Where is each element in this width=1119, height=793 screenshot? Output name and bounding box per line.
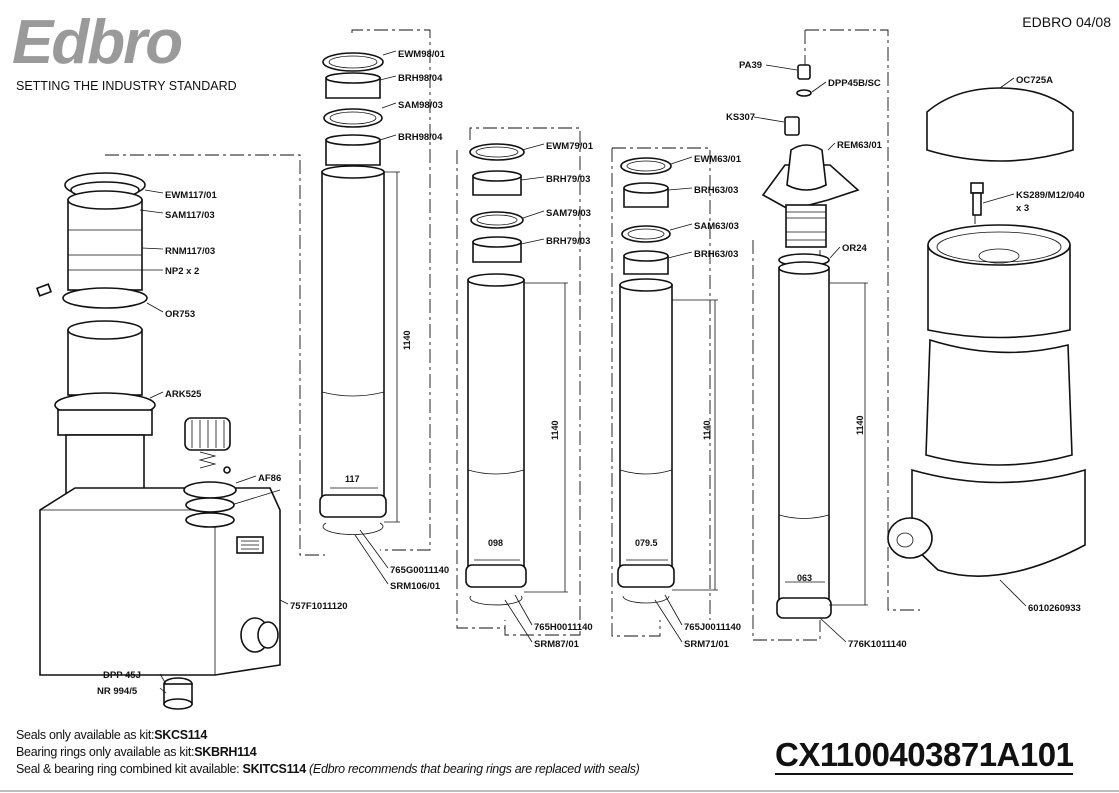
document-reference: EDBRO 04/08 — [1022, 14, 1111, 30]
label-tube-765j: 765J0011140 — [684, 622, 741, 633]
label-ewm79: EWM79/01 — [546, 141, 594, 152]
assembly-guide-lines — [105, 29, 976, 641]
note-combined-kit: Seal & bearing ring combined kit availab… — [16, 761, 640, 778]
stage-2-tube — [465, 143, 568, 606]
label-ewm63: EWM63/01 — [694, 154, 742, 165]
label-sam98: SAM98/03 — [398, 100, 443, 111]
label-brh79-a: BRH79/03 — [546, 174, 590, 185]
label-sam117: SAM117/03 — [165, 210, 215, 221]
note-text: Bearing rings only available as kit: — [16, 745, 195, 759]
label-srm87: SRM87/01 — [534, 639, 580, 650]
bottom-divider — [0, 790, 1119, 792]
dimension-length-stage4: 1140 — [855, 415, 865, 435]
dimension-length-stage1: 1140 — [402, 330, 412, 350]
dimension-diameter-063: 063 — [797, 573, 812, 583]
label-brh63-b: BRH63/03 — [694, 249, 738, 260]
label-sam63: SAM63/03 — [694, 221, 739, 232]
dimension-length-stage3: 1140 — [702, 420, 712, 440]
label-brh79-b: BRH79/03 — [546, 236, 590, 247]
dimension-diameter-117: 117 — [345, 474, 360, 484]
label-ks289-qty: x 3 — [1016, 203, 1029, 214]
label-rem63: REM63/01 — [837, 140, 883, 151]
label-ewm98: EWM98/01 — [398, 49, 446, 60]
label-or753: OR753 — [165, 309, 195, 320]
label-af86: AF86 — [258, 473, 281, 484]
label-sam79: SAM79/03 — [546, 208, 591, 219]
exploded-parts-diagram: EWM117/01 SAM117/03 RNM117/03 NP2 x 2 OR… — [35, 29, 1086, 710]
stage-3-tube — [617, 157, 718, 604]
kit-code-bearing: SKBRH114 — [194, 745, 257, 759]
label-tank: 757F1011120 — [290, 601, 348, 612]
label-ks307: KS307 — [726, 112, 755, 123]
label-dpp45j: DPP 45J — [103, 670, 141, 681]
note-text: Seal & bearing ring combined kit availab… — [16, 762, 240, 776]
edbro-logo: Edbro — [12, 8, 183, 77]
assembly-part-number: CX1100403871A101 — [775, 736, 1074, 775]
kit-code-combined: SKITCS114 — [242, 762, 307, 776]
part-labels: EWM117/01 SAM117/03 RNM117/03 NP2 x 2 OR… — [97, 49, 1085, 697]
label-rnm117: RNM117/03 — [165, 246, 215, 257]
dimension-length-stage2: 1140 — [550, 420, 560, 440]
label-housing: 6010260933 — [1028, 603, 1081, 614]
dimension-diameter-098: 098 — [488, 538, 503, 548]
label-brh63-a: BRH63/03 — [694, 185, 738, 196]
label-np2: NP2 x 2 — [165, 266, 199, 277]
stage-1-tube — [319, 52, 400, 535]
recommendation-note: (Edbro recommends that bearing rings are… — [309, 762, 640, 776]
note-bearing-kit: Bearing rings only available as kit:SKBR… — [16, 744, 640, 761]
label-tube-776k: 776K1011140 — [848, 639, 907, 650]
note-seals-kit: Seals only available as kit:SKCS114 — [16, 727, 640, 744]
stage-4-plunger — [761, 64, 868, 619]
label-ark525: ARK525 — [165, 389, 202, 400]
cover-housing — [887, 87, 1086, 577]
label-srm71: SRM71/01 — [684, 639, 730, 650]
label-brh98-a: BRH98/04 — [398, 73, 443, 84]
label-srm106: SRM106/01 — [390, 581, 441, 592]
dimension-diameter-079-5: 079.5 — [635, 538, 658, 548]
label-dpp45b: DPP45B/SC — [828, 78, 881, 89]
label-or24: OR24 — [842, 243, 868, 254]
label-tube-765g: 765G0011140 — [390, 565, 449, 576]
kit-notes: Seals only available as kit:SKCS114 Bear… — [16, 727, 640, 778]
label-tube-765h: 765H0011140 — [534, 622, 593, 633]
label-brh98-b: BRH98/04 — [398, 132, 443, 143]
label-ewm117: EWM117/01 — [165, 190, 217, 201]
leader-lines — [139, 50, 1027, 694]
tagline: SETTING THE INDUSTRY STANDARD — [16, 79, 237, 93]
label-nr994: NR 994/5 — [97, 686, 138, 697]
note-text: Seals only available as kit: — [16, 728, 155, 742]
label-pa39: PA39 — [739, 60, 762, 71]
label-oc725a: OC725A — [1016, 75, 1053, 86]
kit-code-seals: SKCS114 — [154, 728, 208, 742]
label-ks289: KS289/M12/040 — [1016, 190, 1085, 201]
base-assembly — [35, 172, 281, 710]
